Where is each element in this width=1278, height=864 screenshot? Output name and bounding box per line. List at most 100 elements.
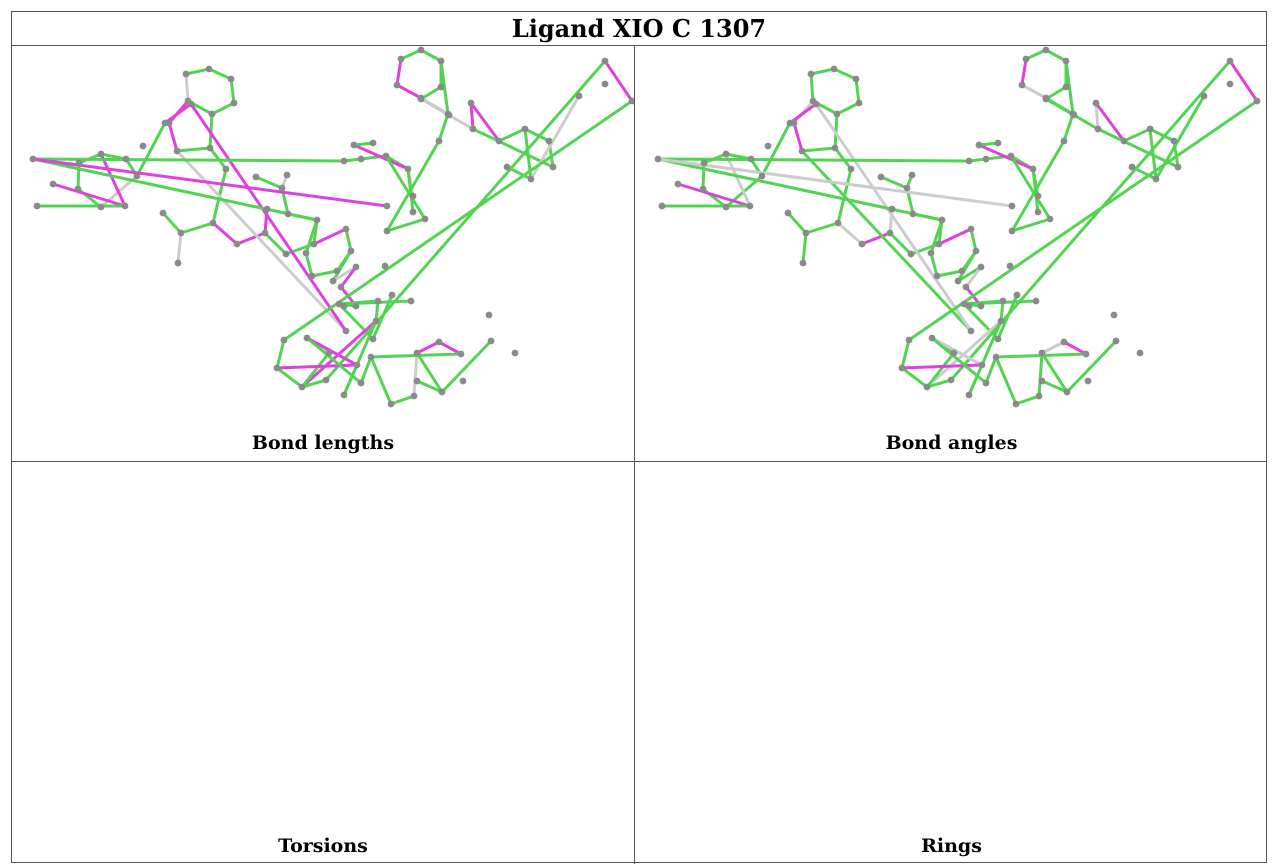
bond (1037, 351, 1044, 398)
bond (888, 231, 913, 256)
atom (205, 65, 213, 73)
atom (437, 57, 445, 65)
atom (369, 335, 377, 343)
atom (1084, 377, 1092, 385)
bond (832, 67, 858, 81)
bond (305, 336, 363, 385)
atom (527, 175, 535, 183)
atom (374, 297, 382, 305)
atom (1152, 175, 1160, 183)
atom (954, 277, 962, 285)
atom (982, 155, 990, 163)
atom (1007, 152, 1015, 160)
bond (399, 48, 423, 61)
atom (855, 99, 863, 107)
bond (1065, 339, 1118, 394)
atom (353, 361, 361, 369)
bond (833, 146, 853, 171)
atom (909, 210, 917, 218)
bond (312, 227, 348, 246)
atom (342, 225, 350, 233)
atom (1110, 311, 1118, 319)
atom (999, 297, 1007, 305)
atom (1063, 388, 1071, 396)
panel-divider-vertical (634, 46, 635, 864)
atom (74, 185, 82, 193)
atom (1060, 338, 1068, 346)
bond (211, 221, 239, 246)
molecule-bond-angles (654, 46, 1261, 408)
bond (210, 101, 236, 116)
atom (177, 229, 185, 237)
bond (324, 59, 607, 382)
atom (159, 209, 167, 217)
atom (658, 202, 666, 210)
atom (847, 165, 855, 173)
bond (969, 227, 978, 253)
bond (925, 351, 956, 389)
bond (412, 351, 419, 398)
atom (325, 349, 333, 357)
atom (1034, 208, 1042, 216)
atom (209, 219, 217, 227)
bond (497, 127, 527, 143)
bond (344, 227, 353, 253)
atom (438, 388, 446, 396)
bond (415, 351, 444, 394)
atom (928, 334, 936, 342)
bond (935, 269, 964, 278)
atom (699, 185, 707, 193)
bond (275, 366, 304, 389)
bond (415, 379, 444, 394)
atom (764, 142, 772, 150)
atom (654, 155, 662, 163)
atom (1146, 125, 1154, 133)
atom (1070, 111, 1078, 119)
atom (413, 349, 421, 357)
atom (511, 349, 519, 357)
bond (801, 231, 808, 265)
atom (263, 205, 271, 213)
bond (1020, 57, 1028, 87)
atom (1008, 227, 1016, 235)
atom (283, 171, 291, 179)
atom (965, 157, 973, 165)
bond (836, 221, 864, 246)
bond (1044, 48, 1068, 63)
atom (994, 335, 1002, 343)
bond (967, 319, 1003, 397)
atom (383, 227, 391, 235)
bond (331, 249, 353, 283)
atom (357, 155, 365, 163)
atom (284, 210, 292, 218)
atom (340, 391, 348, 399)
atom (1012, 400, 1020, 408)
atom (807, 70, 815, 78)
atom (972, 247, 980, 255)
bond (300, 351, 331, 389)
atom (967, 327, 975, 335)
bond (189, 102, 348, 333)
atom (1174, 163, 1182, 171)
bond (359, 355, 373, 385)
atom (997, 317, 1005, 325)
atom (1022, 55, 1030, 63)
bond (389, 394, 416, 406)
atom (1060, 137, 1068, 145)
atom (407, 297, 415, 305)
bond (900, 338, 911, 370)
bond (929, 218, 944, 255)
atom (417, 46, 425, 54)
atom (445, 111, 453, 119)
atom (802, 229, 810, 237)
atom (1042, 95, 1050, 103)
bond (1094, 101, 1100, 131)
bond (1040, 379, 1069, 394)
bond (282, 99, 634, 342)
atom (898, 364, 906, 372)
bond (175, 146, 212, 153)
molecule-torsions (12, 462, 634, 864)
atom (97, 203, 105, 211)
atom (487, 337, 495, 345)
bond (437, 340, 463, 356)
